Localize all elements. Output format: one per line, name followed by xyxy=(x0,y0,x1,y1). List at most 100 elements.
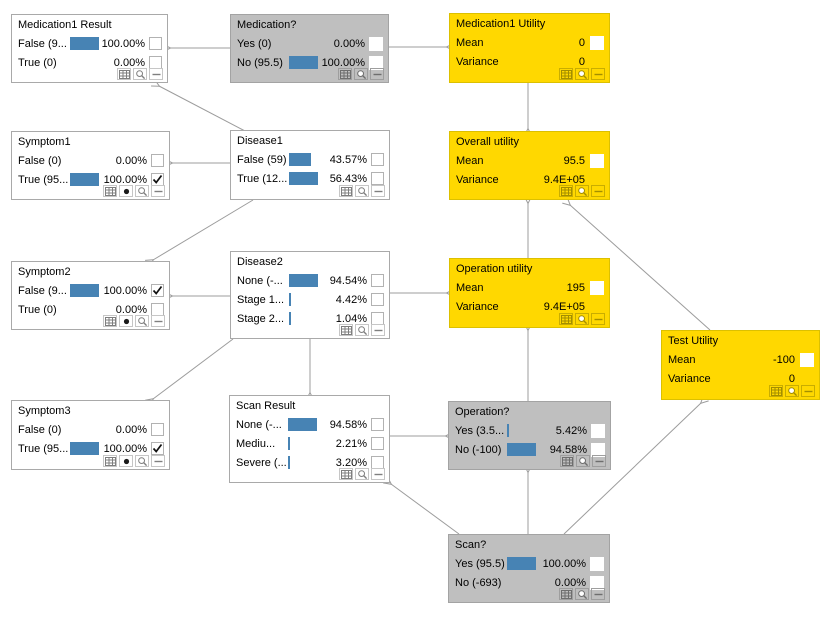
evidence-checkbox[interactable] xyxy=(371,293,384,306)
zoom-icon[interactable] xyxy=(575,313,589,325)
utility-row-value: 0 xyxy=(578,36,585,49)
minus-icon[interactable] xyxy=(371,185,385,197)
minus-icon[interactable] xyxy=(151,455,165,467)
edge-disease1-to-medication1-result[interactable] xyxy=(159,86,246,132)
grid-icon[interactable] xyxy=(559,588,573,600)
minus-icon[interactable] xyxy=(149,68,163,80)
state-row: Stage 2...1.04% xyxy=(237,309,384,328)
minus-icon[interactable] xyxy=(151,185,165,197)
grid-icon[interactable] xyxy=(338,68,352,80)
evidence-checkbox[interactable] xyxy=(371,172,384,185)
evidence-checkbox[interactable] xyxy=(590,280,604,295)
minus-icon[interactable] xyxy=(591,313,605,325)
edge-disease2-to-symptom3[interactable] xyxy=(153,338,234,399)
evidence-checkbox-checked[interactable] xyxy=(151,284,164,297)
zoom-icon[interactable] xyxy=(575,185,589,197)
zoom-icon[interactable] xyxy=(355,468,369,480)
node-medication1-result[interactable]: Medication1 Result False (9...100.00%Tru… xyxy=(11,14,168,83)
edge-scan-question-to-scan-result[interactable] xyxy=(391,484,460,535)
minus-icon[interactable] xyxy=(370,68,384,80)
state-label: True (95... xyxy=(18,173,69,186)
state-label: Mediu... xyxy=(236,437,276,450)
evidence-checkbox[interactable] xyxy=(371,274,384,287)
minus-icon[interactable] xyxy=(591,185,605,197)
utility-row-label: Variance xyxy=(456,55,499,68)
evidence-checkbox[interactable] xyxy=(591,442,605,457)
dot-icon[interactable] xyxy=(119,185,133,197)
edge-scan-question-to-test-utility[interactable] xyxy=(563,403,701,535)
node-scan-result[interactable]: Scan Result None (-...94.58%Mediu...2.21… xyxy=(229,395,390,483)
evidence-checkbox[interactable] xyxy=(591,423,605,438)
zoom-icon[interactable] xyxy=(354,68,368,80)
state-row: False (0)0.00% xyxy=(18,151,164,170)
node-symptom1[interactable]: Symptom1 False (0)0.00%True (95...100.00… xyxy=(11,131,170,200)
evidence-checkbox[interactable] xyxy=(590,556,604,571)
grid-icon[interactable] xyxy=(559,68,573,80)
grid-icon[interactable] xyxy=(339,468,353,480)
evidence-checkbox[interactable] xyxy=(371,437,384,450)
grid-icon[interactable] xyxy=(103,455,117,467)
grid-icon[interactable] xyxy=(560,455,574,467)
grid-icon[interactable] xyxy=(339,185,353,197)
grid-icon[interactable] xyxy=(117,68,131,80)
evidence-checkbox[interactable] xyxy=(800,352,814,367)
edge-test-utility-to-overall-utility[interactable] xyxy=(570,205,711,331)
dot-icon[interactable] xyxy=(119,455,133,467)
zoom-icon[interactable] xyxy=(135,315,149,327)
node-disease1[interactable]: Disease1 False (59)43.57%True (12...56.4… xyxy=(230,130,390,200)
evidence-checkbox[interactable] xyxy=(369,55,383,70)
grid-icon[interactable] xyxy=(559,313,573,325)
zoom-icon[interactable] xyxy=(785,385,799,397)
node-scan-question[interactable]: Scan? Yes (95.5)100.00%No (-693)0.00% xyxy=(448,534,610,603)
node-disease2[interactable]: Disease2 None (-...94.54%Stage 1...4.42%… xyxy=(230,251,390,339)
probability-value: 100.00% xyxy=(101,37,145,50)
evidence-checkbox[interactable] xyxy=(151,423,164,436)
zoom-icon[interactable] xyxy=(133,68,147,80)
minus-icon[interactable] xyxy=(592,455,606,467)
state-row: No (-100)94.58% xyxy=(455,440,605,459)
evidence-checkbox[interactable] xyxy=(151,154,164,167)
minus-icon[interactable] xyxy=(371,468,385,480)
evidence-checkbox[interactable] xyxy=(590,153,604,168)
zoom-icon[interactable] xyxy=(135,455,149,467)
evidence-checkbox[interactable] xyxy=(590,575,604,590)
zoom-icon[interactable] xyxy=(575,68,589,80)
evidence-checkbox[interactable] xyxy=(369,36,383,51)
grid-icon[interactable] xyxy=(103,185,117,197)
state-label: False (9... xyxy=(18,284,67,297)
evidence-checkbox-checked[interactable] xyxy=(151,442,164,455)
minus-icon[interactable] xyxy=(371,324,385,336)
minus-icon[interactable] xyxy=(151,315,165,327)
zoom-icon[interactable] xyxy=(355,324,369,336)
evidence-checkbox[interactable] xyxy=(371,153,384,166)
minus-icon[interactable] xyxy=(591,68,605,80)
probability-value: 100.00% xyxy=(321,56,365,69)
node-symptom2[interactable]: Symptom2 False (9...100.00%True (0)0.00% xyxy=(11,261,170,330)
state-row: True (12...56.43% xyxy=(237,169,384,188)
node-symptom3[interactable]: Symptom3 False (0)0.00%True (95...100.00… xyxy=(11,400,170,470)
grid-icon[interactable] xyxy=(103,315,117,327)
dot-icon[interactable] xyxy=(119,315,133,327)
zoom-icon[interactable] xyxy=(355,185,369,197)
evidence-checkbox[interactable] xyxy=(590,35,604,50)
zoom-icon[interactable] xyxy=(135,185,149,197)
grid-icon[interactable] xyxy=(339,324,353,336)
minus-icon[interactable] xyxy=(591,588,605,600)
utility-row-slot xyxy=(590,153,604,168)
node-operation-question[interactable]: Operation? Yes (3.5...5.42%No (-100)94.5… xyxy=(448,401,611,470)
zoom-icon[interactable] xyxy=(576,455,590,467)
zoom-icon[interactable] xyxy=(575,588,589,600)
utility-row-value: 95.5 xyxy=(563,154,585,167)
minus-icon[interactable] xyxy=(801,385,815,397)
edge-disease1-to-symptom2[interactable] xyxy=(153,199,254,260)
evidence-checkbox[interactable] xyxy=(149,37,162,50)
grid-icon[interactable] xyxy=(769,385,783,397)
node-medication-question[interactable]: Medication? Yes (0)0.00%No (95.5)100.00% xyxy=(230,14,389,83)
grid-icon[interactable] xyxy=(559,185,573,197)
evidence-checkbox[interactable] xyxy=(371,418,384,431)
